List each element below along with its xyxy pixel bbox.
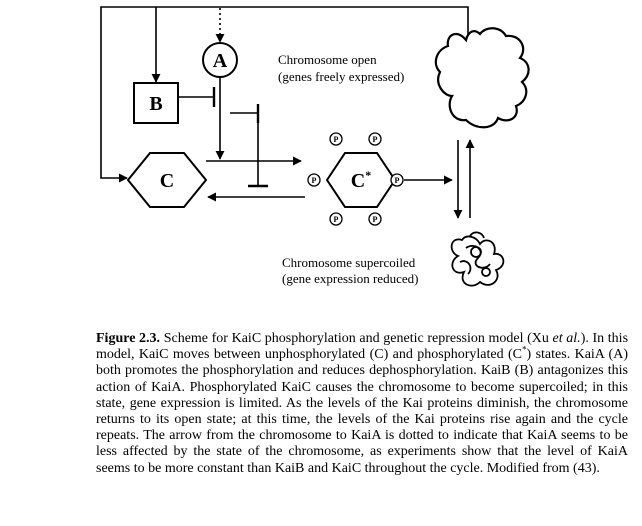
svg-text:P: P xyxy=(395,176,400,185)
node-c-star: C* xyxy=(325,152,397,208)
caption-text-1: Scheme for KaiC phosphorylation and gene… xyxy=(163,331,553,346)
node-b-label: B xyxy=(149,93,162,115)
caption-superscript: * xyxy=(522,344,527,355)
phosphate-group: P xyxy=(307,173,321,187)
caption-text-2: ). In this model, KaiC moves between unp… xyxy=(96,331,629,363)
svg-text:P: P xyxy=(312,176,317,185)
chromosome-supercoiled-label: Chromosome supercoiled xyxy=(282,255,416,270)
phosphate-group: P xyxy=(329,132,343,146)
phosphate-group: P xyxy=(368,212,382,226)
phosphate-group: P xyxy=(368,132,382,146)
svg-text:P: P xyxy=(373,215,378,224)
figure-caption: Figure 2.3. Scheme for KaiC phosphorylat… xyxy=(96,331,628,477)
kaic-scheme-diagram: A B C C* P P P P xyxy=(100,6,530,287)
chromosome-open-label: Chromosome open xyxy=(278,52,377,67)
svg-text:P: P xyxy=(334,135,339,144)
node-a: A xyxy=(202,42,238,78)
figure-label: Figure 2.3. xyxy=(96,331,161,346)
phosphate-group: P xyxy=(390,173,404,187)
feedback-loop-lines xyxy=(100,6,469,183)
node-c-label: C xyxy=(160,170,174,192)
chromosome-supercoiled-sublabel: (gene expression reduced) xyxy=(282,271,418,286)
chromosome-open-sublabel: (genes freely expressed) xyxy=(278,69,404,84)
node-b: B xyxy=(133,82,179,124)
node-a-label: A xyxy=(213,50,228,72)
node-c: C xyxy=(126,152,208,208)
node-c-star-label: C* xyxy=(351,168,371,192)
supercoiled-chromosome-shape xyxy=(450,231,505,287)
svg-text:P: P xyxy=(334,215,339,224)
open-chromosome-shape xyxy=(434,27,530,129)
caption-et-al: et al. xyxy=(552,331,581,346)
phosphate-group: P xyxy=(329,212,343,226)
inhibition-lines xyxy=(178,87,268,188)
svg-text:P: P xyxy=(373,135,378,144)
node-c-star-superscript: * xyxy=(365,168,371,182)
caption-text-3: ) states. KaiA (A) both promotes the pho… xyxy=(96,347,628,476)
